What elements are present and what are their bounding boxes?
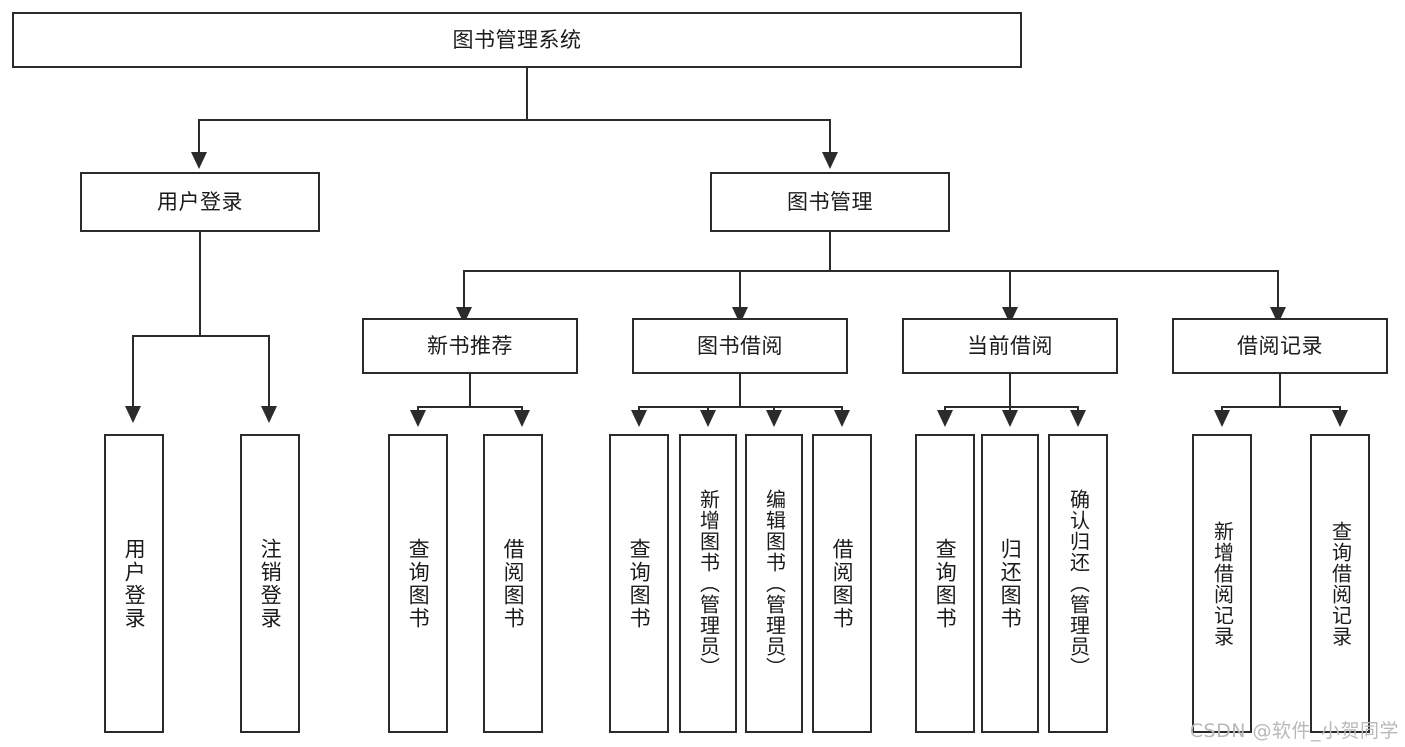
edge-root-to-user-login: [198, 119, 200, 155]
leaf-borrow-book-borrow[interactable]: 借阅图书: [812, 434, 872, 733]
node-new-book-recommend[interactable]: 新书推荐: [362, 318, 578, 374]
edge-borrow-record-bus: [1221, 406, 1340, 408]
edge-book-management-stem: [829, 232, 831, 272]
node-label: 图书管理: [787, 189, 873, 214]
csdn-watermark: CSDN @软件_小贺同学: [1189, 720, 1399, 742]
arrowhead-leaf-query-book-3: [937, 410, 953, 427]
edge-bm-drop-book-borrow: [739, 270, 741, 310]
node-label: 当前借阅: [967, 333, 1053, 358]
arrowhead-leaf-borrow-book-2: [834, 410, 850, 427]
edge-book-borrow-bus: [638, 406, 843, 408]
leaf-borrow-book-recommend[interactable]: 借阅图书: [483, 434, 543, 733]
node-book-management[interactable]: 图书管理: [710, 172, 950, 232]
leaf-query-book-current[interactable]: 查询图书: [915, 434, 975, 733]
node-label: 归还图书: [998, 537, 1023, 630]
node-book-management-system[interactable]: 图书管理系统: [12, 12, 1022, 68]
node-label: 查询图书: [627, 537, 652, 630]
leaf-edit-book-admin[interactable]: 编辑图书（管理员）: [745, 434, 803, 733]
node-label: 新增图书（管理员）: [696, 489, 721, 678]
leaf-user-login[interactable]: 用户登录: [104, 434, 164, 733]
node-label: 用户登录: [157, 189, 243, 214]
arrowhead-leaf-return-book: [1002, 410, 1018, 427]
edge-user-login-drop-2: [268, 335, 270, 408]
node-book-borrow[interactable]: 图书借阅: [632, 318, 848, 374]
edge-bm-drop-current-borrow: [1009, 270, 1011, 310]
arrowhead-user-login: [191, 152, 207, 169]
leaf-add-borrow-record[interactable]: 新增借阅记录: [1192, 434, 1252, 733]
node-label: 借阅记录: [1237, 333, 1323, 358]
node-borrow-record[interactable]: 借阅记录: [1172, 318, 1388, 374]
leaf-query-book-recommend[interactable]: 查询图书: [388, 434, 448, 733]
edge-user-login-stem: [199, 232, 201, 336]
edge-bm-drop-new-book: [463, 270, 465, 310]
node-user-login[interactable]: 用户登录: [80, 172, 320, 232]
leaf-return-book[interactable]: 归还图书: [981, 434, 1039, 733]
edge-borrow-record-stem: [1279, 374, 1281, 407]
leaf-logout-login[interactable]: 注销登录: [240, 434, 300, 733]
arrowhead-leaf-query-borrow-record: [1332, 410, 1348, 427]
node-label: 用户登录: [122, 537, 147, 630]
edge-root-bus: [198, 119, 830, 121]
arrowhead-leaf-query-book-1: [410, 410, 426, 427]
arrowhead-leaf-borrow-book-1: [514, 410, 530, 427]
edge-user-login-drop-1: [132, 335, 134, 408]
node-label: 查询图书: [933, 537, 958, 630]
edge-root-stem: [526, 68, 528, 120]
arrowhead-book-management: [822, 152, 838, 169]
node-label: 注销登录: [258, 537, 283, 630]
leaf-add-book-admin[interactable]: 新增图书（管理员）: [679, 434, 737, 733]
arrowhead-leaf-add-book: [700, 410, 716, 427]
edge-current-borrow-bus: [944, 406, 1078, 408]
arrowhead-leaf-edit-book: [766, 410, 782, 427]
arrowhead-leaf-confirm-return: [1070, 410, 1086, 427]
edge-bm-drop-borrow-record: [1277, 270, 1279, 310]
edge-book-borrow-stem: [739, 374, 741, 407]
node-label: 图书管理系统: [452, 27, 582, 52]
node-label: 查询图书: [406, 537, 431, 630]
node-label: 新增借阅记录: [1210, 520, 1235, 647]
edge-new-book-stem: [469, 374, 471, 407]
node-label: 编辑图书（管理员）: [762, 489, 787, 678]
arrowhead-leaf-add-borrow-record: [1214, 410, 1230, 427]
leaf-query-book-borrow[interactable]: 查询图书: [609, 434, 669, 733]
node-label: 确认归还（管理员）: [1066, 489, 1091, 678]
arrowhead-leaf-query-book-2: [631, 410, 647, 427]
leaf-confirm-return-admin[interactable]: 确认归还（管理员）: [1048, 434, 1108, 733]
edge-book-management-bus: [463, 270, 1278, 272]
node-label: 新书推荐: [427, 333, 513, 358]
node-label: 借阅图书: [501, 537, 526, 630]
node-current-borrow[interactable]: 当前借阅: [902, 318, 1118, 374]
node-label: 查询借阅记录: [1328, 520, 1353, 647]
edge-new-book-bus: [417, 406, 522, 408]
edge-user-login-bus: [132, 335, 268, 337]
arrowhead-leaf-user-login: [125, 406, 141, 423]
node-label: 图书借阅: [697, 333, 783, 358]
arrowhead-leaf-logout-login: [261, 406, 277, 423]
edge-root-to-book-management: [829, 119, 831, 155]
node-label: 借阅图书: [830, 537, 855, 630]
edge-current-borrow-stem: [1009, 374, 1011, 407]
leaf-query-borrow-record[interactable]: 查询借阅记录: [1310, 434, 1370, 733]
